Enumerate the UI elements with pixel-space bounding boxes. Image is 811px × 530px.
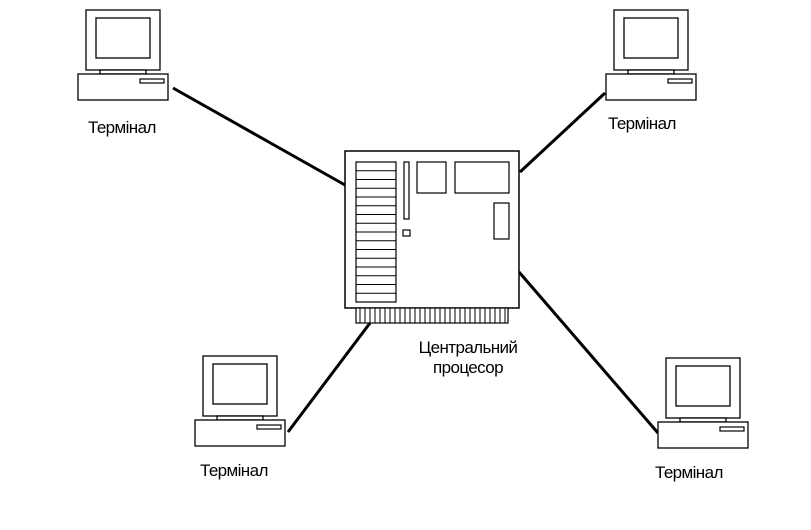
terminal-top-right — [605, 9, 697, 101]
central-processor-label-line2: процесор — [433, 358, 504, 377]
computer-icon — [605, 9, 697, 101]
panel-wide — [454, 161, 510, 194]
panel-tall — [493, 202, 510, 240]
server-icon — [344, 150, 520, 324]
computer-icon — [194, 355, 286, 447]
link-bottom-left — [286, 322, 372, 433]
terminal-top-left-label: Термінал — [88, 118, 156, 137]
terminal-bottom-right — [657, 357, 749, 449]
link-bottom-right — [517, 271, 660, 434]
drive-slots — [356, 170, 396, 294]
link-top-left — [172, 86, 346, 187]
central-processor-label-line1: Центральний — [418, 338, 518, 357]
computer-icon — [657, 357, 749, 449]
terminal-bottom-right-label: Термінал — [655, 463, 723, 482]
panel-square — [416, 161, 447, 194]
small-led — [402, 229, 411, 237]
vertical-slot — [403, 161, 410, 220]
terminal-top-right-label: Термінал — [608, 114, 676, 133]
central-processor-label: Центральний процесор — [398, 338, 538, 378]
computer-icon — [77, 9, 169, 101]
terminal-top-left — [77, 9, 169, 101]
central-processor — [344, 150, 520, 324]
terminal-bottom-left — [194, 355, 286, 447]
connector-pins — [359, 308, 506, 323]
link-top-right — [518, 91, 607, 174]
terminal-bottom-left-label: Термінал — [200, 461, 268, 480]
